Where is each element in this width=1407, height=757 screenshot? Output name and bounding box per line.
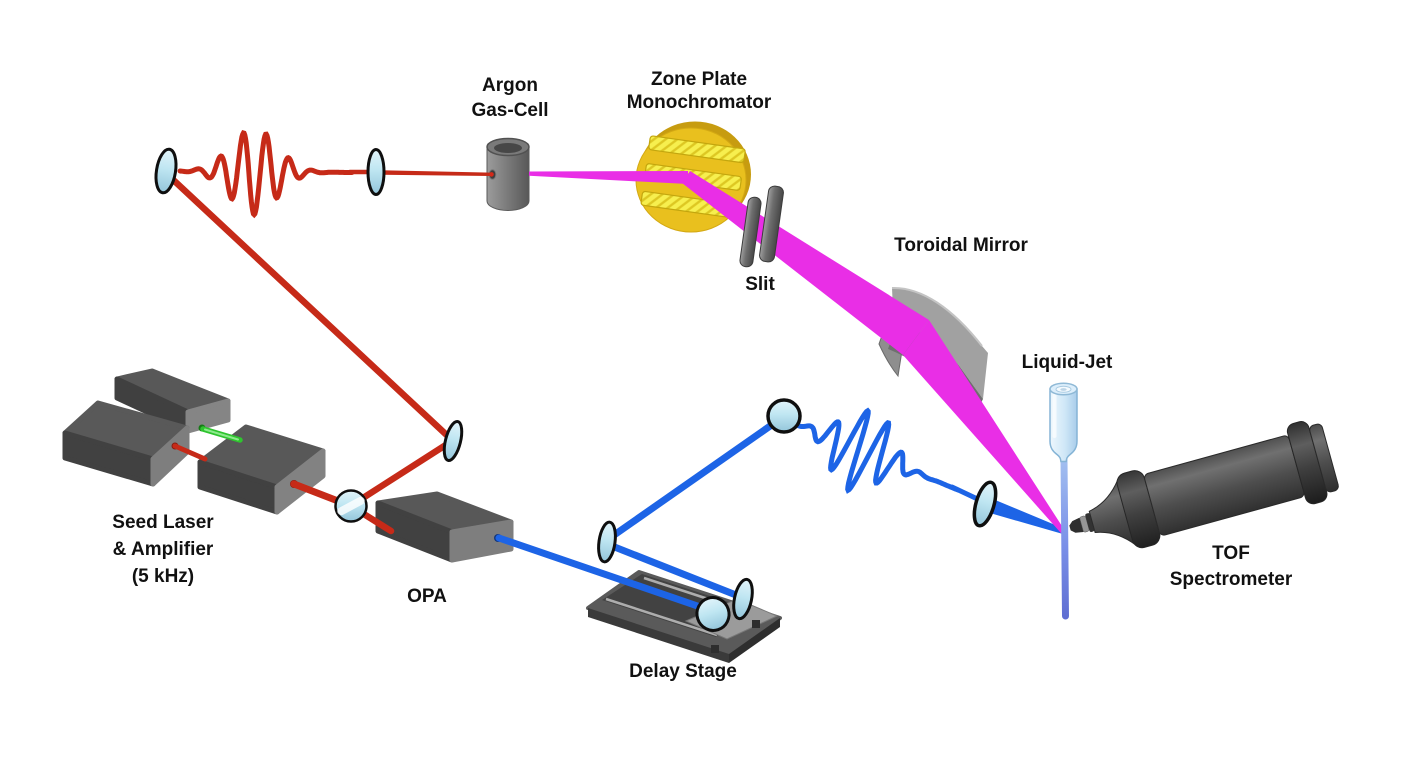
tof-flight-tube bbox=[1144, 435, 1305, 536]
opa-box bbox=[375, 491, 514, 563]
label-seed-laser: Seed Laser & Amplifier (5 kHz) bbox=[112, 509, 213, 590]
stage-screw bbox=[752, 620, 760, 628]
stage-screw bbox=[711, 645, 719, 653]
label-delay-stage: Delay Stage bbox=[629, 661, 737, 682]
liquid-jet-nozzle bbox=[1049, 382, 1078, 463]
ir-focused-beam bbox=[381, 170, 491, 176]
uv-pulse-wavepacket bbox=[789, 407, 961, 494]
label-liquid-jet: Liquid-Jet bbox=[1021, 352, 1113, 373]
seed-beam bbox=[200, 426, 243, 443]
optics bbox=[154, 147, 998, 632]
argon-gas-cell-body bbox=[486, 137, 530, 211]
label-line: Gas-Cell bbox=[471, 100, 549, 121]
steering-mirror-top-left bbox=[154, 147, 178, 195]
delay-stage-rail bbox=[605, 597, 718, 637]
label-line: & Amplifier bbox=[112, 539, 214, 560]
label-line: Zone Plate bbox=[650, 69, 748, 90]
label-argon-gas-cell: Argon Gas-Cell bbox=[471, 73, 548, 123]
label-slit: Slit bbox=[745, 274, 775, 295]
label-zone-plate: Zone Plate Monochromator bbox=[627, 68, 772, 114]
seed-laser-box-rear bbox=[114, 368, 231, 434]
label-line: Monochromator bbox=[626, 92, 772, 113]
steering-mirror-mid bbox=[442, 420, 464, 462]
ir-pulse-wavepacket bbox=[177, 130, 355, 219]
label-line: Spectrometer bbox=[1169, 569, 1293, 590]
uv-focused-beam bbox=[983, 497, 1064, 534]
focusing-lens-uv bbox=[972, 480, 998, 528]
xuv-beam-path bbox=[529, 171, 1064, 534]
seed-laser-box-front bbox=[62, 400, 190, 487]
tof-skimmer-tip bbox=[1069, 517, 1084, 533]
focusing-lens-ir bbox=[366, 148, 386, 196]
liquid-jet-stream bbox=[1060, 456, 1069, 620]
label-line: Seed Laser bbox=[112, 512, 214, 533]
amplifier-box bbox=[197, 424, 326, 515]
delay-line-mirror-left bbox=[597, 520, 617, 564]
beamsplitter-reflection bbox=[337, 496, 365, 516]
ir-focus-spot bbox=[489, 172, 494, 177]
label-line: TOF bbox=[1212, 543, 1250, 564]
uv-probe-beam-path bbox=[495, 407, 989, 615]
tof-spectrometer-body bbox=[1069, 421, 1339, 549]
steering-mirror-top bbox=[766, 398, 802, 434]
label-line: (5 kHz) bbox=[131, 566, 195, 587]
retroreflector-mirror-1 bbox=[695, 596, 731, 632]
retroreflector-mirror-2 bbox=[732, 577, 754, 621]
label-toroidal-mirror: Toroidal Mirror bbox=[894, 235, 1028, 256]
label-opa: OPA bbox=[407, 586, 447, 607]
label-tof-spectrometer: TOF Spectrometer bbox=[1170, 541, 1293, 593]
label-line: Argon bbox=[482, 75, 538, 96]
slit-blades bbox=[739, 185, 784, 268]
